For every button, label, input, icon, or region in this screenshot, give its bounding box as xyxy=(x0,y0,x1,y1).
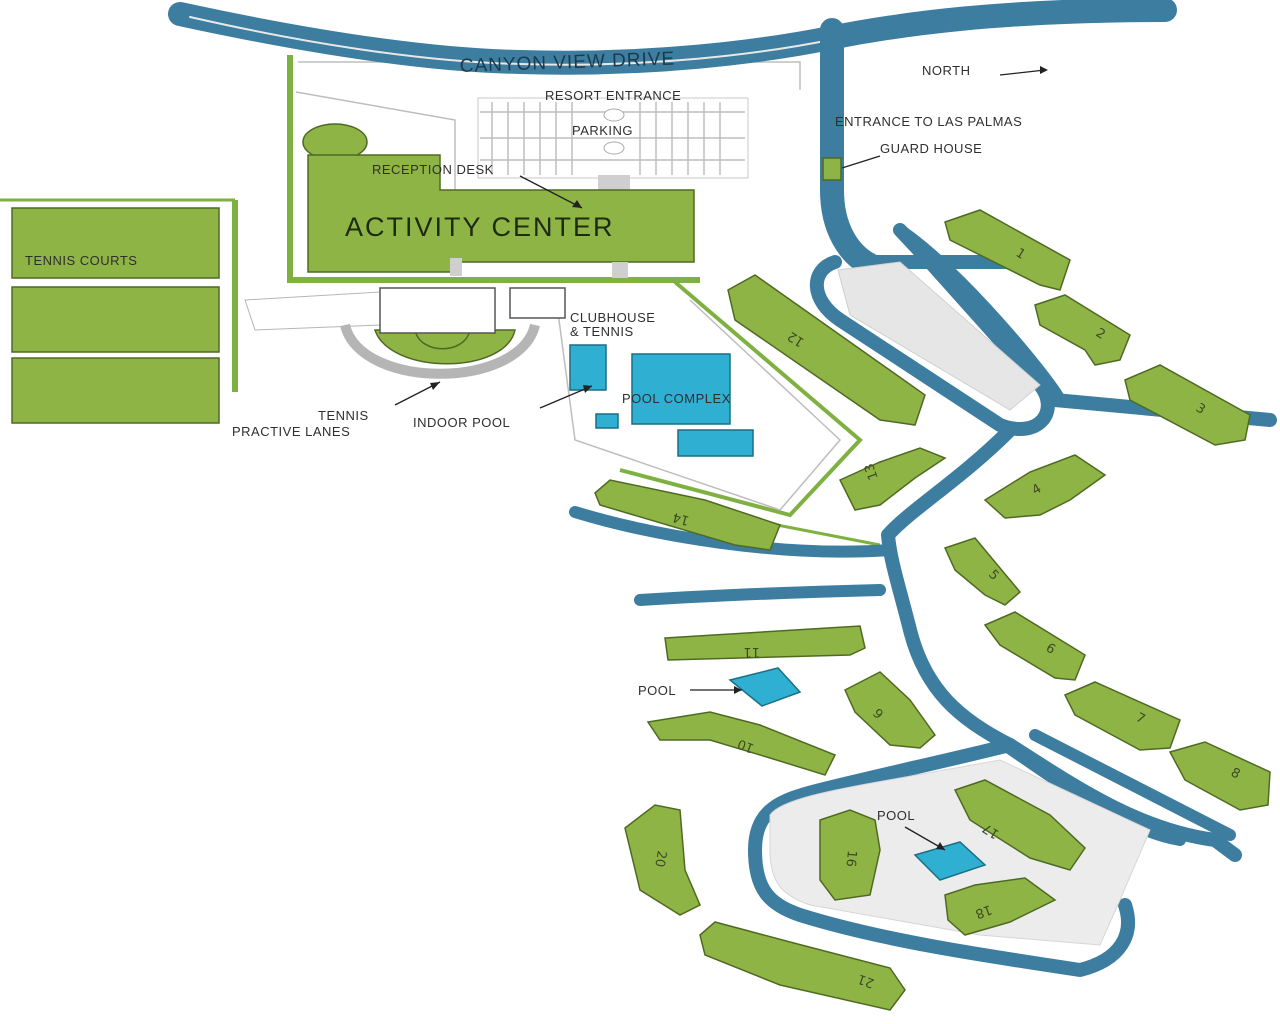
building-15 xyxy=(727,274,926,426)
building-4 xyxy=(983,454,1107,519)
practice-lanes-area xyxy=(244,287,566,379)
residential-buildings xyxy=(594,209,1271,1011)
building-7 xyxy=(1063,681,1181,751)
activity-center-label: ACTIVITY CENTER xyxy=(345,212,615,242)
building-14 xyxy=(594,479,781,551)
building-17 xyxy=(953,779,1086,871)
pools xyxy=(569,344,987,881)
building-16 xyxy=(819,809,881,901)
building-13 xyxy=(838,447,947,511)
building-number-21: 21 xyxy=(856,971,877,991)
building-11 xyxy=(664,625,866,661)
tennis-practice-label-line1: TENNIS xyxy=(318,408,369,423)
resort-entrance-label: RESORT ENTRANCE xyxy=(545,88,681,103)
building-number-11: 11 xyxy=(743,644,760,659)
indoor-pool-label: INDOOR POOL xyxy=(413,415,510,430)
clubhouse-label-line2: & TENNIS xyxy=(570,324,634,339)
tennis-practice-label-line2: PRACTIVE LANES xyxy=(232,424,350,439)
pool-label-1: POOL xyxy=(638,683,676,698)
guard-house-label: GUARD HOUSE xyxy=(880,141,982,156)
pool-label-2: POOL xyxy=(877,808,915,823)
building-number-10: 10 xyxy=(736,736,757,756)
guard-house xyxy=(822,157,842,181)
building-number-17: 17 xyxy=(980,820,1002,841)
building-3 xyxy=(1124,364,1251,446)
parking-label: PARKING xyxy=(572,123,633,138)
building-1 xyxy=(944,209,1071,291)
building-18 xyxy=(944,877,1057,936)
tennis-courts-label: TENNIS COURTS xyxy=(25,253,137,268)
building-8 xyxy=(1168,741,1271,811)
building-6 xyxy=(983,611,1086,681)
road-network xyxy=(168,0,1277,977)
reception-desk-label: RECEPTION DESK xyxy=(372,162,494,177)
building-10 xyxy=(646,711,837,776)
building-number-14: 14 xyxy=(671,509,691,528)
building-20 xyxy=(624,804,701,916)
leader-arrows xyxy=(394,66,1048,851)
building-21 xyxy=(699,921,906,1011)
north-label: NORTH xyxy=(922,63,970,78)
building-2 xyxy=(1034,294,1131,366)
clubhouse-label-line1: CLUBHOUSE xyxy=(570,310,655,325)
pool-complex-label: POOL COMPLEX xyxy=(622,391,731,406)
building-9 xyxy=(844,671,937,749)
building-number-16: 16 xyxy=(843,850,859,868)
building-number-18: 18 xyxy=(973,901,994,921)
entrance-las-palmas-label: ENTRANCE TO LAS PALMAS xyxy=(835,114,1022,129)
building-number-20: 20 xyxy=(651,849,669,868)
building-5 xyxy=(943,537,1022,606)
parking-lot xyxy=(477,97,749,193)
activity-center xyxy=(302,123,695,278)
tennis-courts xyxy=(11,207,220,424)
building-number-12: 12 xyxy=(785,328,807,349)
building-number-13: 13 xyxy=(862,461,882,482)
